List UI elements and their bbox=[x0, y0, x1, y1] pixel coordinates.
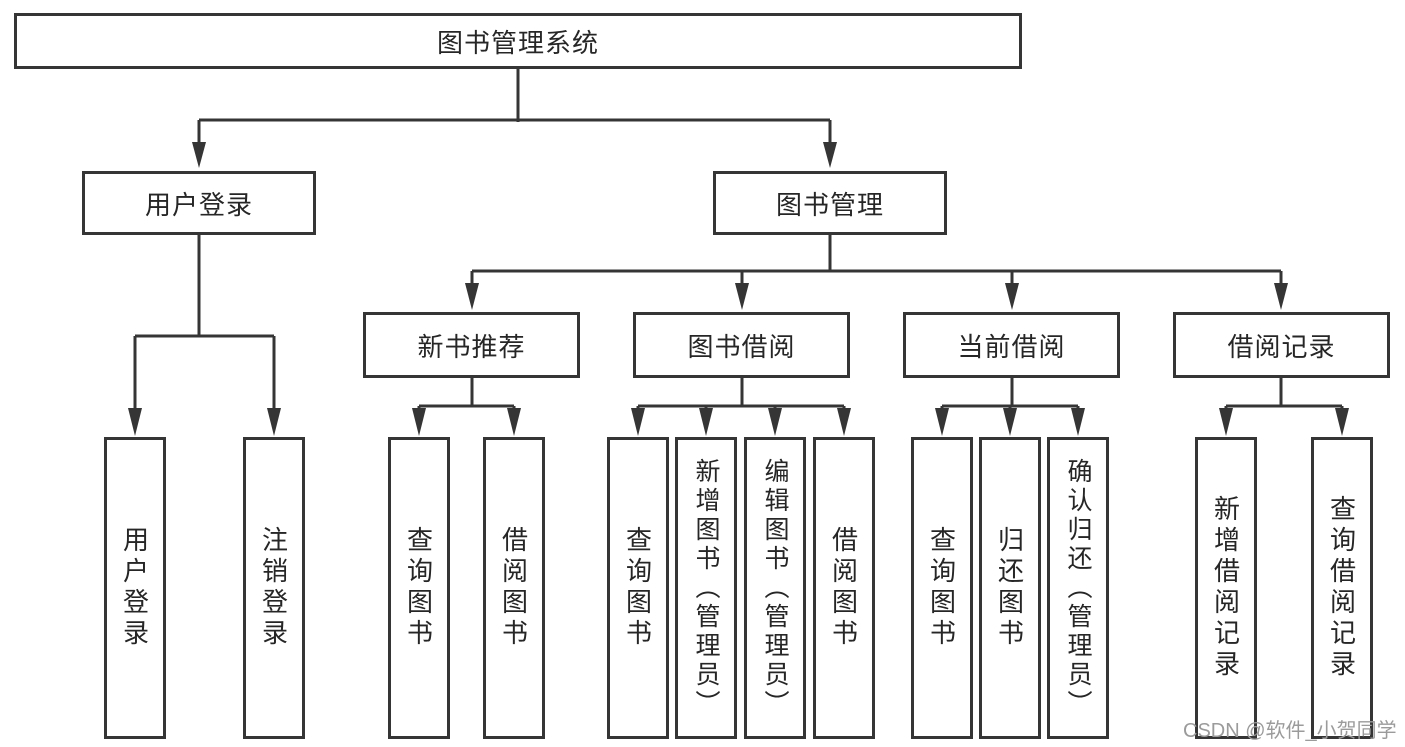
arrowhead bbox=[1003, 408, 1017, 436]
arrowhead bbox=[1071, 408, 1085, 436]
leaf-borrow-books: 借阅图书 bbox=[813, 437, 875, 739]
connector-root-to-level2 bbox=[197, 68, 832, 143]
node-label: 查询图书 bbox=[926, 526, 957, 650]
arrowhead bbox=[507, 408, 521, 436]
connector-borrowing-children bbox=[636, 378, 846, 409]
leaf-logout: 注销登录 bbox=[243, 437, 305, 739]
arrowhead bbox=[192, 142, 206, 168]
arrowhead bbox=[267, 408, 281, 436]
leaf-return-books: 归还图书 bbox=[979, 437, 1041, 739]
arrowhead bbox=[1005, 283, 1019, 310]
arrowhead bbox=[1274, 283, 1288, 310]
node-library-system: 图书管理系统 bbox=[14, 13, 1022, 69]
node-book-borrowing: 图书借阅 bbox=[633, 312, 850, 378]
node-label: 图书管理 bbox=[775, 189, 884, 220]
connector-records-children bbox=[1224, 378, 1344, 409]
connector-recommend-children bbox=[417, 378, 516, 409]
node-label: 图书管理系统 bbox=[436, 27, 599, 58]
node-borrow-records: 借阅记录 bbox=[1173, 312, 1390, 378]
node-label: 归还图书 bbox=[994, 526, 1025, 650]
node-label: 新书推荐 bbox=[417, 331, 526, 362]
node-label: 借阅图书 bbox=[828, 526, 859, 650]
leaf-recommend-borrow-books: 借阅图书 bbox=[483, 437, 545, 739]
leaf-add-books-admin: 新增图书（管理员） bbox=[675, 437, 737, 739]
arrowhead bbox=[412, 408, 426, 436]
arrowhead bbox=[699, 408, 713, 436]
leaf-confirm-return-admin: 确认归还（管理员） bbox=[1047, 437, 1109, 739]
arrowhead bbox=[128, 408, 142, 436]
node-new-book-recommend: 新书推荐 bbox=[363, 312, 580, 378]
node-label: 借阅记录 bbox=[1227, 331, 1336, 362]
node-label: 用户登录 bbox=[119, 526, 150, 650]
arrowhead bbox=[837, 408, 851, 436]
connector-current-children bbox=[940, 378, 1080, 409]
node-current-borrowing: 当前借阅 bbox=[903, 312, 1120, 378]
arrowhead bbox=[768, 408, 782, 436]
leaf-recommend-query-books: 查询图书 bbox=[388, 437, 450, 739]
arrowhead bbox=[823, 142, 837, 168]
node-label: 新增借阅记录 bbox=[1210, 495, 1241, 681]
arrowhead bbox=[1335, 408, 1349, 436]
node-label: 图书借阅 bbox=[687, 331, 796, 362]
node-label: 新增图书（管理员） bbox=[692, 457, 720, 719]
node-label: 查询图书 bbox=[403, 526, 434, 650]
arrowhead bbox=[631, 408, 645, 436]
arrowhead bbox=[735, 283, 749, 310]
connector-book-to-level3 bbox=[470, 235, 1283, 284]
leaf-borrowing-query-books: 查询图书 bbox=[607, 437, 669, 739]
leaf-query-borrow-record: 查询借阅记录 bbox=[1311, 437, 1373, 739]
leaf-edit-books-admin: 编辑图书（管理员） bbox=[744, 437, 806, 739]
node-label: 注销登录 bbox=[258, 526, 289, 650]
node-label: 借阅图书 bbox=[498, 526, 529, 650]
node-label: 用户登录 bbox=[144, 189, 253, 220]
connector-user-subtree bbox=[133, 235, 276, 409]
node-label: 当前借阅 bbox=[957, 331, 1066, 362]
leaf-user-login: 用户登录 bbox=[104, 437, 166, 739]
node-label: 确认归还（管理员） bbox=[1064, 457, 1092, 719]
node-label: 编辑图书（管理员） bbox=[761, 457, 789, 719]
node-user-login-group: 用户登录 bbox=[82, 171, 316, 235]
arrowhead bbox=[465, 283, 479, 310]
csdn-watermark: CSDN @软件_小贺同学 bbox=[1183, 720, 1397, 742]
node-label: 查询借阅记录 bbox=[1326, 495, 1357, 681]
node-label: 查询图书 bbox=[622, 526, 653, 650]
arrowhead bbox=[935, 408, 949, 436]
node-book-management: 图书管理 bbox=[713, 171, 947, 235]
arrowhead bbox=[1219, 408, 1233, 436]
leaf-add-borrow-record: 新增借阅记录 bbox=[1195, 437, 1257, 739]
leaf-current-query-books: 查询图书 bbox=[911, 437, 973, 739]
